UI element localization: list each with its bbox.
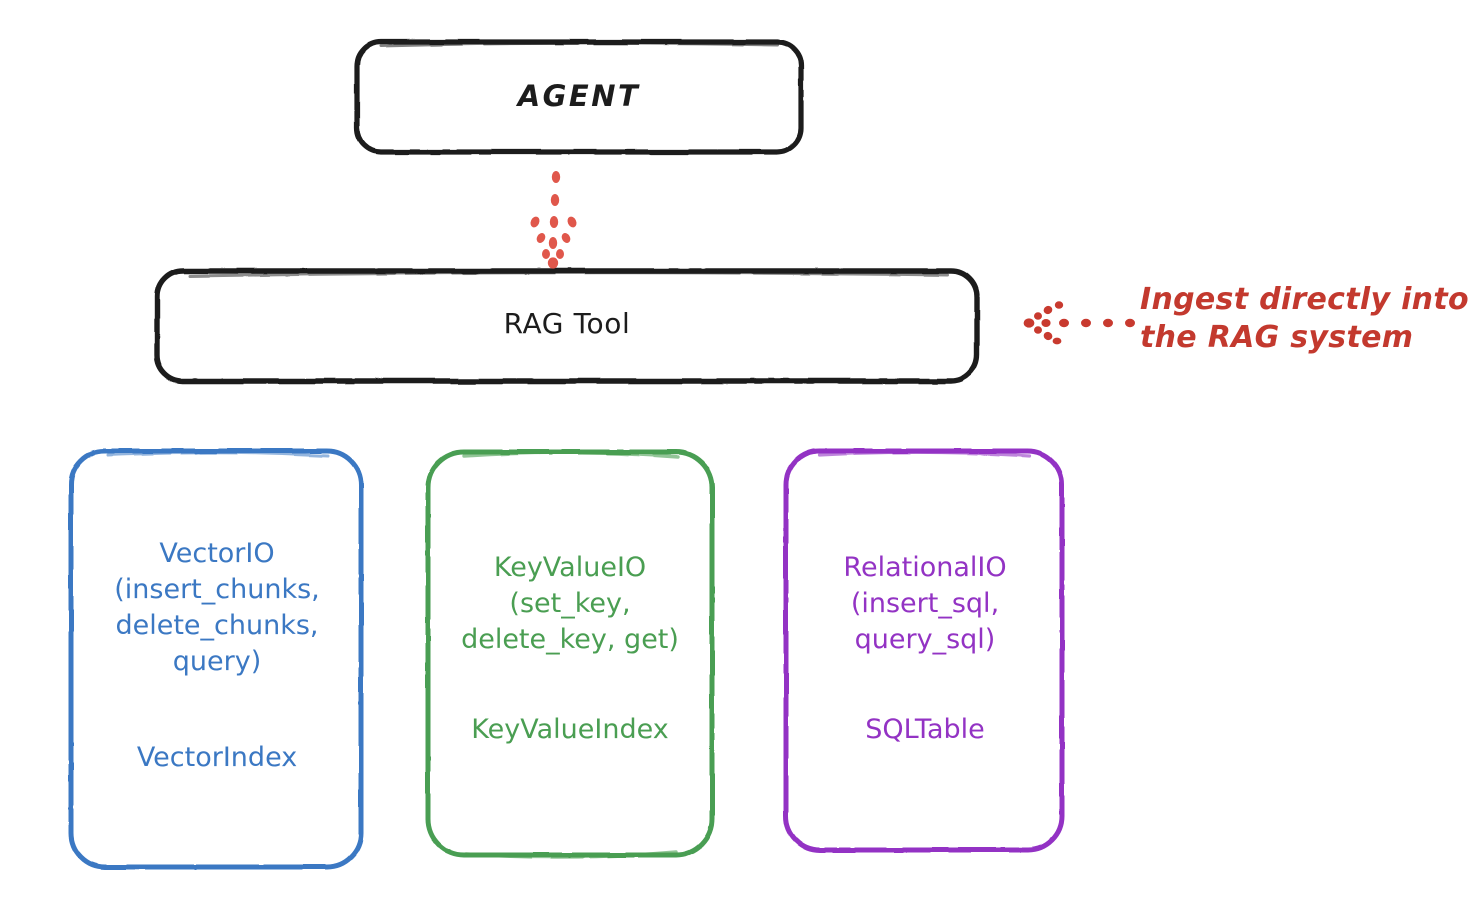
sqltable-label: SQLTable xyxy=(865,714,985,745)
ingest-annotation-text: Ingest directly into the RAG system xyxy=(1140,282,1469,355)
relationalio-box[interactable] xyxy=(783,448,1065,853)
agent-to-rag-tool-arrow xyxy=(530,171,577,269)
keyvalueindex-label: KeyValueIndex xyxy=(471,714,669,745)
agent-box[interactable] xyxy=(354,39,804,155)
ingest-arrow xyxy=(1023,301,1135,345)
vectorio-api-label: VectorIO (insert_chunks, delete_chunks, … xyxy=(114,538,320,677)
relationalio-api-label: RelationalIO (insert_sql, query_sql) xyxy=(843,552,1007,655)
vectorindex-label: VectorIndex xyxy=(136,742,298,773)
rag-tool-box[interactable] xyxy=(154,268,980,384)
keyvalueio-api-label: KeyValueIO (set_key, delete_key, get) xyxy=(461,552,679,655)
vectorio-box[interactable] xyxy=(68,448,364,870)
agent-label: AGENT xyxy=(517,79,641,113)
keyvalueio-box[interactable] xyxy=(425,449,715,859)
rag-tool-label: RAG Tool xyxy=(503,307,631,340)
